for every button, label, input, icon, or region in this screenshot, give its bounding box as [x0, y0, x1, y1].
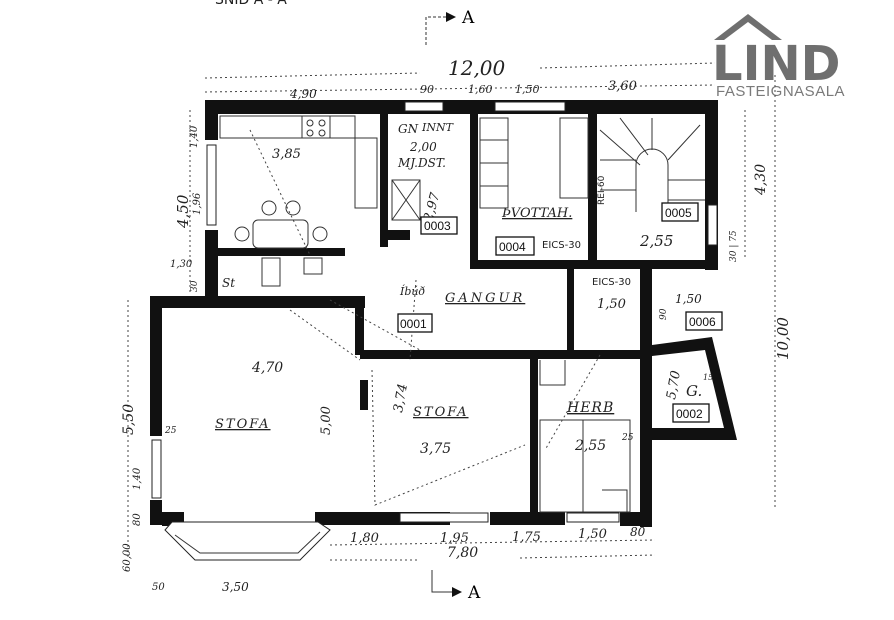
stofa2-label: STOFA: [413, 405, 469, 420]
arrow-right-icon: [446, 12, 456, 22]
arrow-right-icon: [452, 587, 462, 597]
room-code-0004: 0004: [495, 236, 535, 256]
laundry-label: ÞVOTTAH.: [501, 206, 572, 221]
dim-bottom-2: 1,95: [440, 531, 469, 546]
dimension-lines: [127, 62, 776, 561]
section-label-top: A: [461, 8, 475, 28]
svg-text:0005: 0005: [665, 206, 692, 220]
dim-herb-width: 2,55: [574, 438, 606, 454]
dining-table: [252, 219, 309, 249]
dim-herb-wall: 25: [621, 433, 634, 443]
dim-hall-small: 1,50: [597, 297, 626, 312]
dim-bottom-3: 1,75: [512, 530, 541, 545]
closet-fire-rating: EICS-30: [592, 277, 631, 288]
wc-label-1: GN: [398, 122, 419, 136]
svg-text:0006: 0006: [689, 315, 716, 329]
dim-bottom-1: 1,80: [350, 531, 379, 546]
section-label-bottom: A: [467, 583, 481, 603]
dim-bay-side: 50: [152, 582, 165, 593]
storage-label: St: [222, 276, 235, 290]
dim-left-upper: 4,50: [174, 194, 192, 229]
shower: [391, 179, 421, 221]
logo-subtitle: FASTEIGNASALA: [716, 83, 845, 100]
hall-label: GANGUR: [445, 291, 525, 306]
sheet-title: SNID A - A: [215, 0, 287, 8]
dim-wc: 2,00: [409, 140, 437, 154]
dim-top-5: 3,60: [608, 79, 637, 94]
room-code-0006: 0006: [685, 311, 723, 331]
dim-bay-width: 3,50: [222, 580, 249, 594]
dim-right-small: 30 | 75: [729, 230, 739, 262]
dimension-labels: 12,00 4,90 90 1,60 1,50 3,60 3,85 2,00 2…: [121, 56, 792, 594]
room-labels: GN INNT MJ.DST. 0003 ÞVOTTAH. 0004 EICS-…: [215, 121, 723, 432]
dim-right-total: 10,00: [774, 317, 792, 360]
dim-left-g: 60,00: [122, 543, 133, 572]
bedroom-label: HERB: [566, 400, 614, 416]
dim-top-4: 1,50: [515, 83, 540, 96]
dim-living-wall: 25: [164, 426, 177, 436]
dim-garage-side: 15: [703, 373, 713, 382]
dim-bottom-total: 7,80: [447, 545, 478, 561]
logo-name: LIND: [712, 36, 840, 92]
windows: [151, 101, 718, 561]
dim-stofa2-width: 3,75: [420, 441, 451, 457]
dim-closet-side: 90: [659, 308, 669, 320]
fixtures: [219, 115, 705, 513]
dim-top-3: 1,60: [468, 83, 493, 96]
svg-text:0003: 0003: [424, 219, 451, 233]
dim-living-len: 5,00: [319, 406, 334, 435]
dim-left-e: 1,40: [132, 467, 143, 490]
dim-garage-len: 5,70: [664, 370, 684, 401]
room-code-0005: 0005: [661, 202, 699, 222]
dim-left-b: 1,96: [192, 192, 203, 215]
dim-bottom-4: 1,50: [578, 527, 607, 542]
dim-left-a: 1,40: [189, 125, 200, 148]
dim-bottom-5: 80: [630, 525, 646, 539]
dim-closet-small: 1,50: [675, 292, 702, 306]
dim-kitchen: 3,85: [272, 147, 301, 162]
section-marker-bottom: A: [431, 570, 481, 603]
dim-left-c: 1,30: [170, 259, 193, 270]
laundry-fire-rating: EICS-30: [542, 240, 581, 251]
dim-top-1: 4,90: [289, 87, 317, 101]
svg-text:0002: 0002: [676, 407, 703, 421]
dim-left-total: 5,50: [121, 404, 137, 435]
stove-icon: [301, 115, 331, 139]
room-code-0001: 0001: [397, 313, 433, 333]
hall-unit-label: Íbúð: [399, 284, 425, 298]
living-room-label: STOFA: [215, 417, 271, 432]
dim-left-f: 80: [132, 513, 143, 526]
dim-left-d: 30: [190, 280, 200, 292]
svg-text:0001: 0001: [400, 317, 427, 331]
wc-label-2: INNT: [421, 121, 455, 134]
dim-total-width: 12,00: [448, 56, 506, 80]
garage-label: G.: [686, 382, 702, 400]
dim-top-2: 90: [420, 83, 434, 96]
dim-stairs: 2,55: [639, 232, 673, 250]
stairs-fire-rating: REI-60: [597, 175, 607, 205]
lind-logo: LIND FASTEIGNASALA: [712, 14, 845, 100]
room-code-0003: 0003: [420, 216, 458, 235]
dim-right-upper: 4,30: [753, 164, 769, 196]
section-marker-top: A: [425, 8, 475, 45]
dim-living-width: 4,70: [251, 360, 283, 376]
room-code-0002: 0002: [672, 403, 710, 423]
wc-label-3: MJ.DST.: [397, 156, 446, 170]
house-roof-icon: [714, 14, 782, 40]
dim-stofa2-diag: 3,74: [391, 383, 411, 414]
svg-text:0004: 0004: [499, 240, 526, 254]
